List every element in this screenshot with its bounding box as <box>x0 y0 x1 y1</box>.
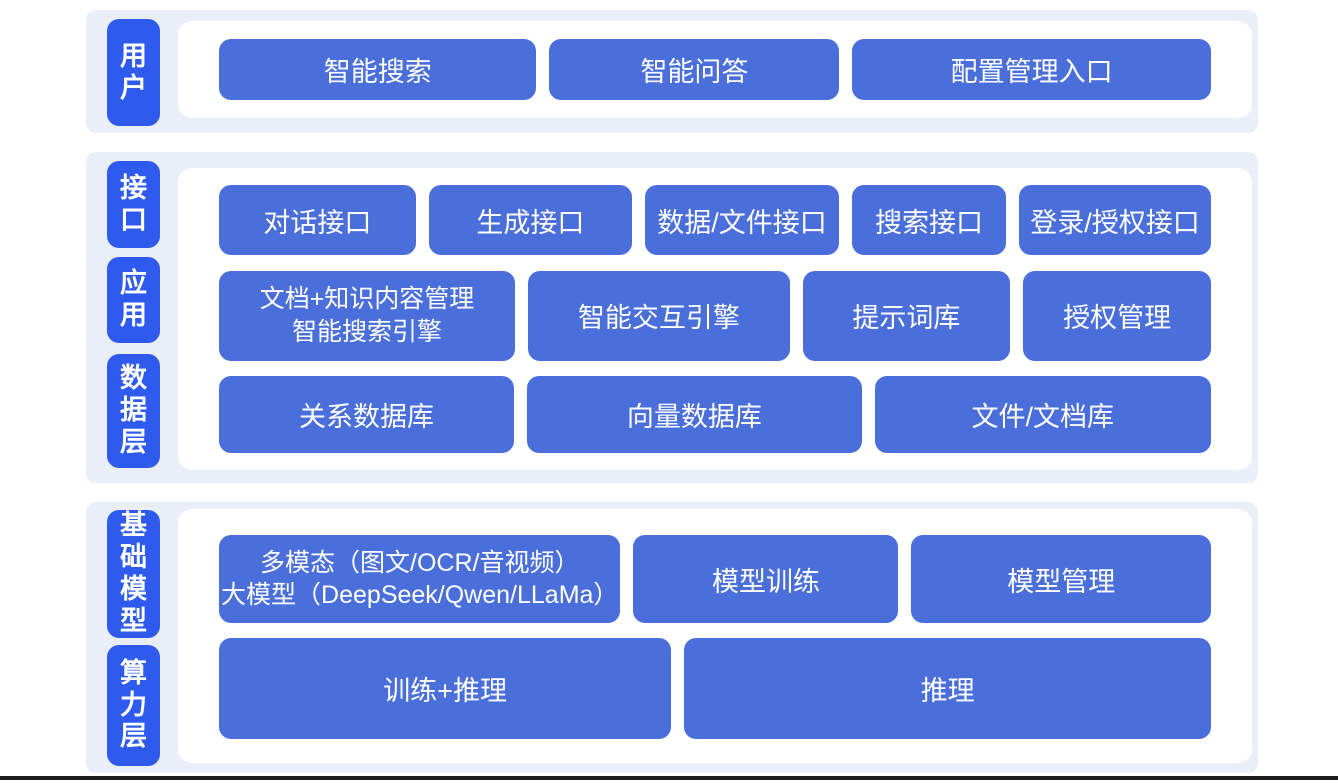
box-smart-interaction-engine: 智能交互引擎 <box>528 270 790 361</box>
box-search-api: 搜索接口 <box>851 185 1007 255</box>
section-middle-band: 接口 应用 数据层 对话接口 生成接口 数据/文件接口 搜索接口 登录/授权接口… <box>86 152 1258 483</box>
layer-label-foundation-model: 基础模型 <box>107 510 160 638</box>
box-model-management: 模型管理 <box>911 535 1211 623</box>
application-row: 文档+知识内容管理 智能搜索引擎 智能交互引擎 提示词库 授权管理 <box>219 270 1211 361</box>
box-dialog-api: 对话接口 <box>219 185 416 255</box>
data-row: 关系数据库 向量数据库 文件/文档库 <box>219 376 1211 453</box>
box-training-inference: 训练+推理 <box>219 638 672 739</box>
box-file-document-store: 文件/文档库 <box>874 376 1211 453</box>
box-auth-management: 授权管理 <box>1023 270 1211 361</box>
user-row: 智能搜索 智能问答 配置管理入口 <box>219 39 1211 100</box>
bottom-border-line <box>0 776 1338 780</box>
layer-label-interface-text: 接口 <box>119 172 147 235</box>
layer-label-compute: 算力层 <box>107 645 160 766</box>
layer-label-user-text: 用户 <box>119 40 147 103</box>
layer-label-compute-text: 算力层 <box>119 657 147 752</box>
section-user-panel: 智能搜索 智能问答 配置管理入口 <box>178 21 1252 118</box>
foundation-model-row: 多模态（图文/OCR/音视频） 大模型（DeepSeek/Qwen/LLaMa）… <box>219 535 1211 623</box>
box-inference: 推理 <box>684 638 1211 739</box>
layer-label-data: 数据层 <box>107 354 160 468</box>
box-multimodal-llm: 多模态（图文/OCR/音视频） 大模型（DeepSeek/Qwen/LLaMa） <box>219 535 621 623</box>
interface-row: 对话接口 生成接口 数据/文件接口 搜索接口 登录/授权接口 <box>219 185 1211 255</box>
box-smart-search: 智能搜索 <box>219 39 537 100</box>
box-login-auth-api: 登录/授权接口 <box>1019 185 1211 255</box>
box-smart-qa: 智能问答 <box>549 39 840 100</box>
layer-label-user: 用户 <box>107 19 160 126</box>
box-vector-database: 向量数据库 <box>527 376 862 453</box>
layer-label-data-text: 数据层 <box>119 363 147 457</box>
box-generation-api: 生成接口 <box>428 185 633 255</box>
compute-row: 训练+推理 推理 <box>219 638 1211 739</box>
section-middle-panel: 对话接口 生成接口 数据/文件接口 搜索接口 登录/授权接口 文档+知识内容管理… <box>178 168 1252 470</box>
section-bottom-panel: 多模态（图文/OCR/音视频） 大模型（DeepSeek/Qwen/LLaMa）… <box>178 509 1252 763</box>
layer-label-foundation-model-text: 基础模型 <box>119 510 147 636</box>
section-user-band: 用户 智能搜索 智能问答 配置管理入口 <box>86 10 1258 133</box>
box-doc-knowledge-search-engine: 文档+知识内容管理 智能搜索引擎 <box>219 270 516 361</box>
box-model-training: 模型训练 <box>633 535 899 623</box>
box-relational-database: 关系数据库 <box>219 376 515 453</box>
box-prompt-library: 提示词库 <box>802 270 1011 361</box>
section-bottom-band: 基础模型 算力层 多模态（图文/OCR/音视频） 大模型（DeepSeek/Qw… <box>86 502 1258 773</box>
layer-label-interface: 接口 <box>107 161 160 248</box>
box-data-file-api: 数据/文件接口 <box>645 185 839 255</box>
layer-label-application-text: 应用 <box>119 268 147 330</box>
layer-label-application: 应用 <box>107 257 160 343</box>
box-config-management-entry: 配置管理入口 <box>852 39 1211 100</box>
